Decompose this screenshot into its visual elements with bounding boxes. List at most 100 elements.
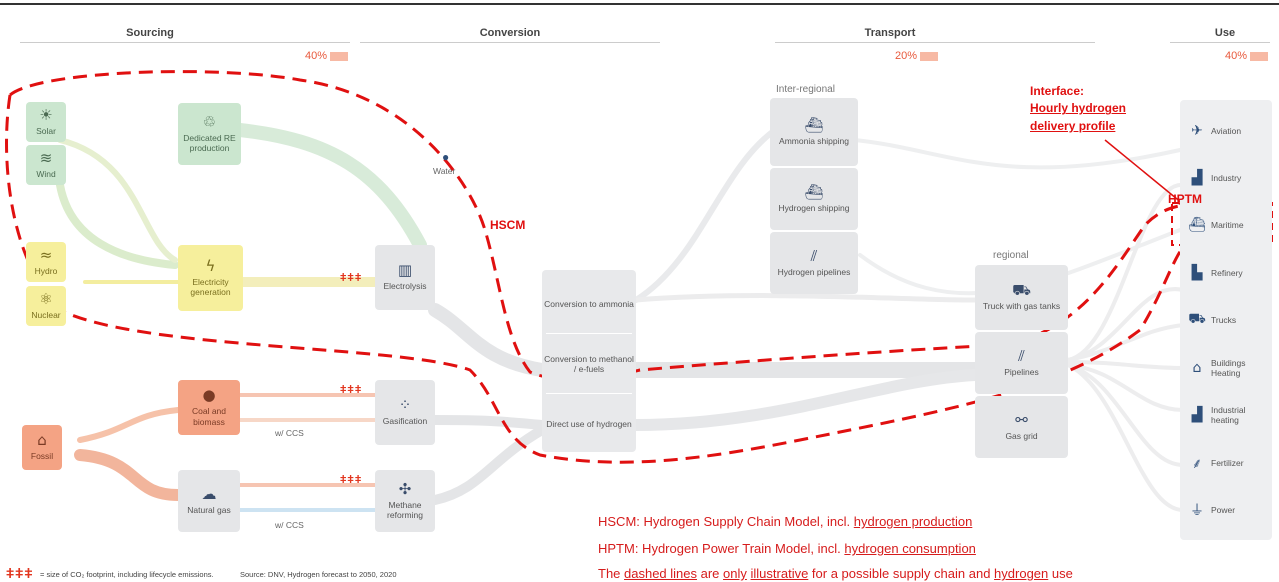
fossil-box: ⌂Fossil bbox=[22, 425, 62, 470]
hptm-label: HPTM bbox=[1168, 192, 1202, 206]
use-refinery: ▙Refinery bbox=[1183, 260, 1271, 286]
flow-conv-truck bbox=[633, 293, 978, 303]
flow-refinery bbox=[1066, 287, 1185, 362]
interface-line-3: delivery profile bbox=[1030, 118, 1116, 133]
pipelines-box: ⫽Pipelines bbox=[975, 332, 1068, 394]
leaf-plug-icon: ♲ bbox=[202, 112, 217, 131]
co2-marker-electricity: ǂǂǂ bbox=[340, 272, 363, 284]
section-sourcing: Sourcing bbox=[126, 27, 174, 39]
wheat-icon: ⸙ bbox=[1191, 455, 1203, 472]
money-icon bbox=[330, 51, 349, 61]
flow-gasif-conv bbox=[430, 415, 547, 430]
wave-icon: ≈ bbox=[39, 245, 53, 264]
use-share: 40% bbox=[1225, 50, 1269, 62]
section-conversion-line bbox=[360, 42, 660, 43]
nuclear-box: ⚛Nuclear bbox=[26, 286, 66, 326]
flow-fossil-coal bbox=[77, 407, 181, 443]
co2-note: = size of CO₂ footprint, including lifec… bbox=[40, 570, 214, 579]
airplane-icon: ✈ bbox=[1191, 123, 1203, 139]
interface-arrow bbox=[1104, 139, 1189, 209]
co2-marker-coal: ǂǂǂ bbox=[340, 384, 363, 396]
water-label: Water bbox=[433, 166, 456, 176]
interface-line-1: Interface: bbox=[1030, 84, 1085, 98]
building-icon: ⌂ bbox=[1192, 360, 1202, 376]
truck-box: ⛟Truck with gas tanks bbox=[975, 265, 1068, 330]
to-methanol-box: Conversion to methanol / e-fuels bbox=[544, 353, 634, 374]
ship-icon: ⛴ bbox=[804, 182, 824, 201]
co2-legend-icon: ǂǂǂ bbox=[6, 565, 34, 581]
section-use: Use bbox=[1214, 27, 1236, 39]
section-sourcing-line bbox=[20, 42, 350, 43]
gas-cloud-icon: ☁ bbox=[201, 484, 217, 503]
transport-share: 20% bbox=[895, 50, 939, 62]
divider bbox=[546, 393, 632, 394]
flow-ammonia-shipping bbox=[633, 127, 778, 303]
legend-dashed: The dashed lines are only illustrative f… bbox=[598, 566, 1073, 581]
regional-label: regional bbox=[993, 250, 1029, 261]
flow-buildings bbox=[1066, 360, 1185, 370]
section-conversion: Conversion bbox=[479, 27, 541, 39]
gasification-icon: ⁘ bbox=[398, 396, 412, 415]
hydrogen-pipelines-box: ⫽Hydrogen pipelines bbox=[770, 232, 858, 294]
interface-note: Interface: Hourly hydrogen delivery prof… bbox=[1030, 83, 1126, 135]
source-note: Source: DNV, Hydrogen forecast to 2050, … bbox=[240, 570, 397, 579]
divider bbox=[546, 333, 632, 334]
section-use-line bbox=[1170, 42, 1270, 43]
conversion-column bbox=[542, 270, 636, 452]
flow-power bbox=[1066, 363, 1185, 512]
water-drop-icon: ● bbox=[442, 150, 450, 164]
ammonia-shipping-box: ⛴Ammonia shipping bbox=[770, 98, 858, 166]
gas-grid-icon: ⚯ bbox=[1015, 410, 1028, 429]
flow-electrolysis-conv bbox=[428, 303, 549, 377]
interface-line-2: Hourly hydrogen bbox=[1030, 101, 1127, 116]
use-power: ⏚Power bbox=[1183, 497, 1271, 523]
use-maritime: ⛴Maritime bbox=[1183, 212, 1271, 238]
use-column bbox=[1180, 100, 1272, 540]
solar-box: ☀Solar bbox=[26, 102, 66, 142]
flow-direct-pipelines bbox=[630, 369, 981, 431]
pipeline-icon: ⫽ bbox=[1018, 346, 1025, 365]
ship-icon: ⛴ bbox=[1188, 217, 1206, 233]
use-trucks: ⛟Trucks bbox=[1183, 307, 1271, 333]
inter-regional-label: Inter-regional bbox=[776, 84, 835, 95]
flow-wind-electricity bbox=[56, 181, 179, 269]
dedicated-re-box: ♲Dedicated RE production bbox=[178, 103, 241, 165]
hscm-label: HSCM bbox=[490, 218, 526, 232]
flow-ship-aviation bbox=[853, 138, 1182, 170]
ccs-label-gas: w/ CCS bbox=[275, 520, 304, 530]
money-icon bbox=[920, 51, 939, 61]
lightning-icon: ϟ bbox=[205, 256, 216, 275]
flow-fossil-gas bbox=[74, 449, 184, 501]
hydro-box: ≈Hydro bbox=[26, 242, 66, 282]
natural-gas-box: ☁Natural gas bbox=[178, 470, 240, 532]
conversion-share: 40% bbox=[305, 50, 349, 62]
truck-icon: ⛟ bbox=[1012, 281, 1031, 300]
flow-re-electrolysis bbox=[233, 123, 427, 252]
refinery-icon: ▙ bbox=[1191, 265, 1203, 281]
section-transport-line bbox=[775, 42, 1095, 43]
flow-ind-heating bbox=[1066, 363, 1185, 412]
plug-icon: ⏚ bbox=[1190, 503, 1204, 519]
flow-trucks bbox=[1066, 323, 1185, 362]
legend-hscm: HSCM: Hydrogen Supply Chain Model, incl.… bbox=[598, 514, 973, 529]
methane-reforming-box: ✣Methane reforming bbox=[375, 470, 435, 532]
hydrogen-shipping-box: ⛴Hydrogen shipping bbox=[770, 168, 858, 230]
to-ammonia-box: Conversion to ammonia bbox=[544, 298, 634, 309]
factory-icon: ▟ bbox=[1191, 407, 1203, 423]
flow-solar-electricity bbox=[57, 137, 178, 263]
section-transport: Transport bbox=[864, 27, 916, 39]
electrolysis-box: ▥Electrolysis bbox=[375, 245, 435, 310]
coal-biomass-box: ●Coal and biomass bbox=[178, 380, 240, 435]
top-rule bbox=[0, 3, 1279, 5]
direct-use-box: Direct use of hydrogen bbox=[546, 418, 632, 429]
use-aviation: ✈Aviation bbox=[1183, 118, 1271, 144]
ccs-label-coal: w/ CCS bbox=[275, 428, 304, 438]
use-industry: ▟Industry bbox=[1183, 165, 1271, 191]
flow-fertilizer bbox=[1066, 363, 1185, 467]
use-fertilizer: ⸙Fertilizer bbox=[1183, 450, 1271, 476]
gas-grid-box: ⚯Gas grid bbox=[975, 396, 1068, 458]
coal-leaf-icon: ● bbox=[202, 386, 216, 405]
factory-icon: ▟ bbox=[1191, 170, 1203, 186]
